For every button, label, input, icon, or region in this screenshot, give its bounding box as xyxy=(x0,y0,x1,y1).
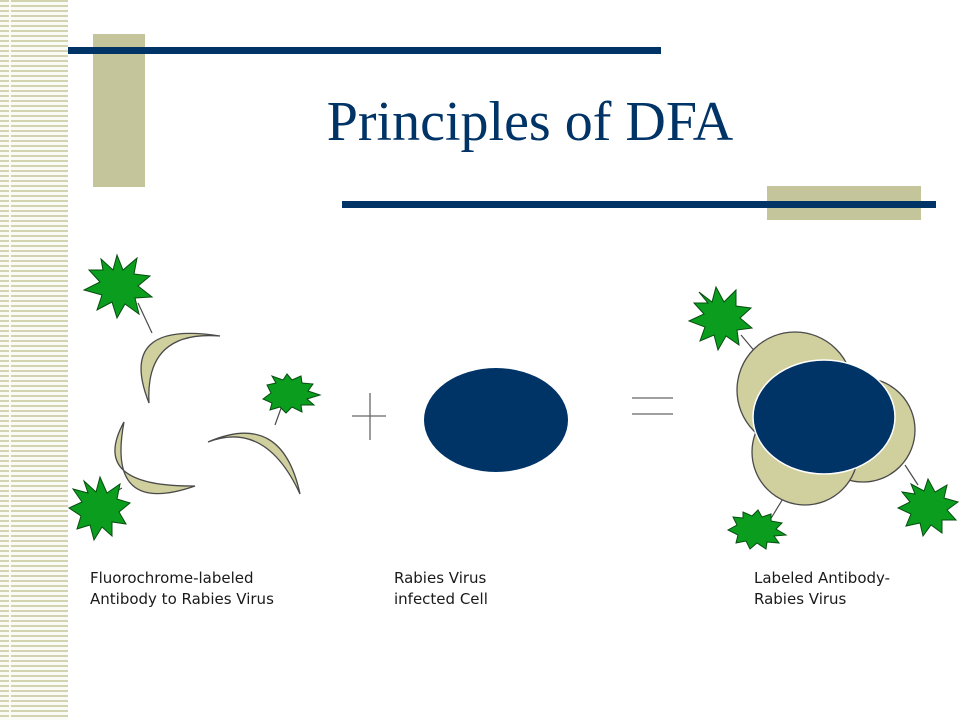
infected-cell xyxy=(424,368,568,472)
bottom-rule xyxy=(342,201,936,208)
caption-result: Labeled Antibody- Rabies Virus xyxy=(754,568,890,610)
bound-complex xyxy=(687,285,960,550)
caption-cell: Rabies Virus infected Cell xyxy=(394,568,488,610)
caption-result-line1: Labeled Antibody- xyxy=(754,569,891,587)
plus-sign-icon xyxy=(352,393,386,440)
bound-cell xyxy=(752,359,896,475)
fluorochrome-star-icon xyxy=(726,509,788,550)
caption-cell-line2: infected Cell xyxy=(394,590,488,608)
antibody-group-left xyxy=(67,253,322,542)
page-title: Principles of DFA xyxy=(326,91,734,153)
caption-antibody-line1: Fluorochrome-labeled xyxy=(90,569,254,587)
antibody-linker xyxy=(904,464,919,486)
caption-cell-line1: Rabies Virus xyxy=(394,569,487,587)
antibody-crescent xyxy=(114,421,196,495)
antibody-crescent xyxy=(207,432,301,495)
fluorochrome-star-icon xyxy=(262,373,322,414)
fluorochrome-star-icon xyxy=(896,477,960,538)
caption-result-line2: Rabies Virus xyxy=(754,590,847,608)
equals-sign-icon xyxy=(632,397,673,415)
accent-block-top xyxy=(93,34,145,187)
fluorochrome-star-icon xyxy=(687,285,754,352)
caption-antibody: Fluorochrome-labeled Antibody to Rabies … xyxy=(90,568,274,610)
side-stripe-decoration xyxy=(0,0,68,720)
top-rule xyxy=(68,47,661,54)
fluorochrome-star-icon xyxy=(67,475,132,542)
antibody-linker xyxy=(769,496,785,521)
antibody-crescent xyxy=(140,332,221,404)
fluorochrome-star-icon xyxy=(82,253,154,320)
antibody-linker xyxy=(137,302,153,334)
caption-antibody-line2: Antibody to Rabies Virus xyxy=(90,590,274,608)
